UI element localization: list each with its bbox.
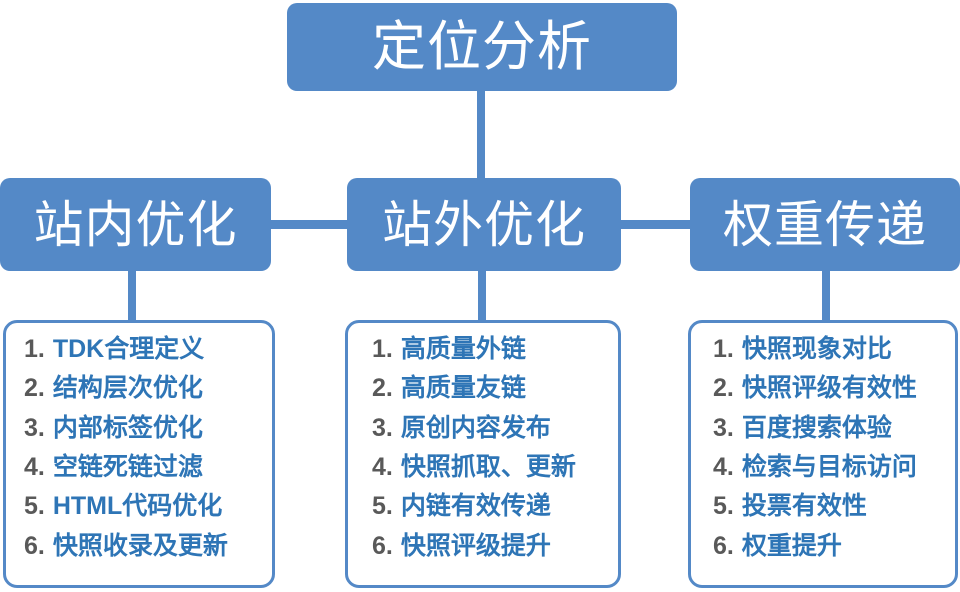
list-item-label: 原创内容发布 (400, 413, 551, 442)
node-branch-weight-label: 权重传递 (723, 196, 927, 253)
list-item-number: 2. (713, 374, 734, 403)
list-item[interactable]: 2. 结构层次优化 (6, 376, 272, 415)
list-item-label: HTML代码优化 (52, 492, 223, 521)
list-item-number: 6. (372, 531, 393, 560)
list-item[interactable]: 6. 快照收录及更新 (6, 531, 272, 573)
connector-offsite-to-list (478, 268, 486, 324)
list-item[interactable]: 6. 权重提升 (691, 531, 955, 573)
node-branch-offsite[interactable]: 站外优化 (347, 178, 621, 271)
list-item-label: 百度搜索体验 (741, 413, 892, 442)
list-item-label: 快照评级提升 (400, 531, 551, 560)
list-item[interactable]: 1. 高质量外链 (348, 337, 618, 376)
list-item-number: 3. (713, 413, 734, 442)
list-item[interactable]: 5. 投票有效性 (691, 494, 955, 533)
list-item-label: 高质量友链 (400, 374, 526, 403)
connector-onsite-to-offsite (266, 220, 352, 229)
list-item-number: 6. (713, 531, 734, 560)
node-branch-weight[interactable]: 权重传递 (690, 178, 960, 271)
list-item-number: 6. (24, 531, 45, 560)
list-item-number: 1. (372, 335, 393, 363)
list-item[interactable]: 2. 快照评级有效性 (691, 376, 955, 415)
list-item-number: 2. (372, 374, 393, 403)
list-item-number: 5. (24, 492, 45, 521)
list-item-number: 4. (372, 452, 393, 481)
list-item-label: 快照抓取、更新 (400, 452, 576, 481)
list-box-onsite: 1. TDK合理定义 2. 结构层次优化 3. 内部标签优化 4. 空链死链过滤… (3, 320, 275, 588)
list-item-label: 权重提升 (741, 531, 842, 560)
node-root-positioning-analysis[interactable]: 定位分析 (287, 3, 677, 91)
list-item-label: 内链有效传递 (400, 492, 551, 521)
connector-root-to-offsite (477, 88, 485, 182)
list-item[interactable]: 4. 快照抓取、更新 (348, 452, 618, 494)
node-branch-onsite[interactable]: 站内优化 (0, 178, 271, 271)
list-item-number: 2. (24, 374, 45, 403)
list-item[interactable]: 6. 快照评级提升 (348, 531, 618, 573)
list-item-number: 1. (713, 335, 734, 363)
list-item[interactable]: 1. 快照现象对比 (691, 337, 955, 376)
list-item-label: 投票有效性 (741, 492, 867, 521)
list-item[interactable]: 5. HTML代码优化 (6, 494, 272, 533)
list-item[interactable]: 4. 检索与目标访问 (691, 452, 955, 494)
list-item-label: 结构层次优化 (52, 374, 203, 403)
list-item-label: 空链死链过滤 (52, 452, 203, 481)
list-item-number: 5. (713, 492, 734, 521)
list-item-number: 4. (713, 452, 734, 481)
node-branch-onsite-label: 站内优化 (33, 196, 238, 253)
list-item[interactable]: 3. 百度搜索体验 (691, 413, 955, 455)
list-item-number: 1. (24, 335, 45, 363)
list-item-label: 快照评级有效性 (741, 374, 917, 403)
list-box-offsite: 1. 高质量外链 2. 高质量友链 3. 原创内容发布 4. 快照抓取、更新 5… (345, 320, 621, 588)
list-item-label: 检索与目标访问 (741, 452, 917, 481)
list-item[interactable]: 5. 内链有效传递 (348, 494, 618, 533)
list-item-number: 3. (24, 413, 45, 442)
list-item-label: 快照收录及更新 (52, 531, 228, 560)
list-item-label: TDK合理定义 (52, 335, 205, 363)
connector-offsite-to-weight (616, 220, 695, 229)
node-root-label: 定位分析 (372, 17, 592, 77)
list-item-label: 快照现象对比 (741, 335, 892, 363)
list-item[interactable]: 3. 内部标签优化 (6, 413, 272, 455)
list-item-number: 4. (24, 452, 45, 481)
list-item[interactable]: 2. 高质量友链 (348, 376, 618, 415)
list-item[interactable]: 4. 空链死链过滤 (6, 452, 272, 494)
connector-onsite-to-list (128, 268, 136, 324)
list-item-number: 5. (372, 492, 393, 521)
list-box-weight: 1. 快照现象对比 2. 快照评级有效性 3. 百度搜索体验 4. 检索与目标访… (688, 320, 958, 588)
list-item[interactable]: 3. 原创内容发布 (348, 413, 618, 455)
connector-weight-to-list (822, 268, 830, 324)
node-branch-offsite-label: 站外优化 (382, 196, 586, 253)
list-item-label: 高质量外链 (400, 335, 526, 363)
list-item-number: 3. (372, 413, 393, 442)
list-item-label: 内部标签优化 (52, 413, 203, 442)
list-item[interactable]: 1. TDK合理定义 (6, 337, 272, 376)
